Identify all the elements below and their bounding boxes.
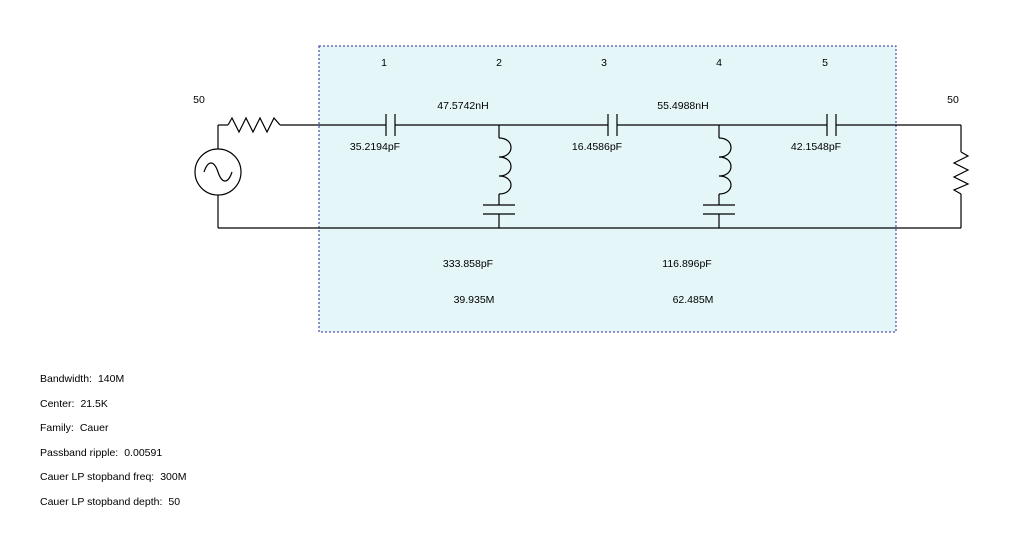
parameter-value: 0.00591 (124, 446, 163, 459)
series-capacitor-icon (826, 114, 837, 136)
parameter-label: Cauer LP stopband depth: (40, 495, 163, 508)
load-resistor-icon (952, 151, 970, 195)
inductor-icon (498, 137, 512, 195)
parameter-row-stopband-freq: Cauer LP stopband freq: 300M (40, 470, 186, 495)
parameter-value: Cauer (79, 422, 109, 434)
resonant-frequency-label: 39.935M (454, 294, 495, 306)
filter-section-box (318, 45, 897, 333)
parameter-label: Family: (40, 422, 74, 434)
parameter-row-bandwidth: Bandwidth: 140M (40, 372, 186, 397)
parameter-label: Cauer LP stopband freq: (40, 471, 155, 483)
ac-source-icon (194, 148, 242, 196)
parameter-value: 50 (168, 495, 181, 508)
parameter-label: Bandwidth: (40, 373, 92, 385)
shunt-capacitor-icon (483, 204, 515, 215)
inductor-icon (718, 137, 732, 195)
inductor-value-label: 55.4988nH (657, 100, 708, 112)
circuit-wiring (217, 124, 962, 229)
stage-number-4: 4 (716, 57, 722, 69)
parameter-row-passband-ripple: Passband ripple: 0.00591 (40, 446, 186, 471)
stage-number-5: 5 (822, 57, 828, 69)
series-capacitor-value-label: 16.4586pF (572, 141, 622, 153)
parameter-label: Passband ripple: (40, 446, 119, 459)
source-impedance-label: 50 (193, 94, 205, 106)
series-capacitor-icon (607, 114, 618, 136)
parameter-value: 140M (97, 373, 125, 385)
stage-number-1: 1 (381, 57, 387, 69)
parameter-row-stopband-depth: Cauer LP stopband depth: 50 (40, 495, 186, 520)
series-capacitor-value-label: 35.2194pF (350, 141, 400, 153)
parameter-label: Center: (40, 397, 75, 410)
series-capacitor-icon (385, 114, 396, 136)
stage-number-2: 2 (496, 57, 502, 69)
parameter-row-family: Family: Cauer (40, 421, 186, 446)
parameter-row-center: Center: 21.5K (40, 397, 186, 422)
parameter-value: 21.5K (80, 397, 108, 410)
stage-number-3: 3 (601, 57, 607, 69)
series-capacitor-value-label: 42.1548pF (791, 141, 841, 153)
inductor-value-label: 47.5742nH (437, 100, 488, 112)
resonant-frequency-label: 62.485M (673, 294, 714, 306)
parameter-value: 300M (160, 471, 187, 483)
source-resistor-icon (227, 116, 281, 134)
shunt-capacitor-value-label: 333.858pF (443, 258, 493, 270)
shunt-capacitor-icon (703, 204, 735, 215)
shunt-capacitor-value-label: 116.896pF (662, 258, 711, 270)
filter-parameters-panel: Bandwidth: 140M Center: 21.5K Family: Cauer… (40, 372, 186, 519)
load-impedance-label: 50 (947, 94, 959, 106)
